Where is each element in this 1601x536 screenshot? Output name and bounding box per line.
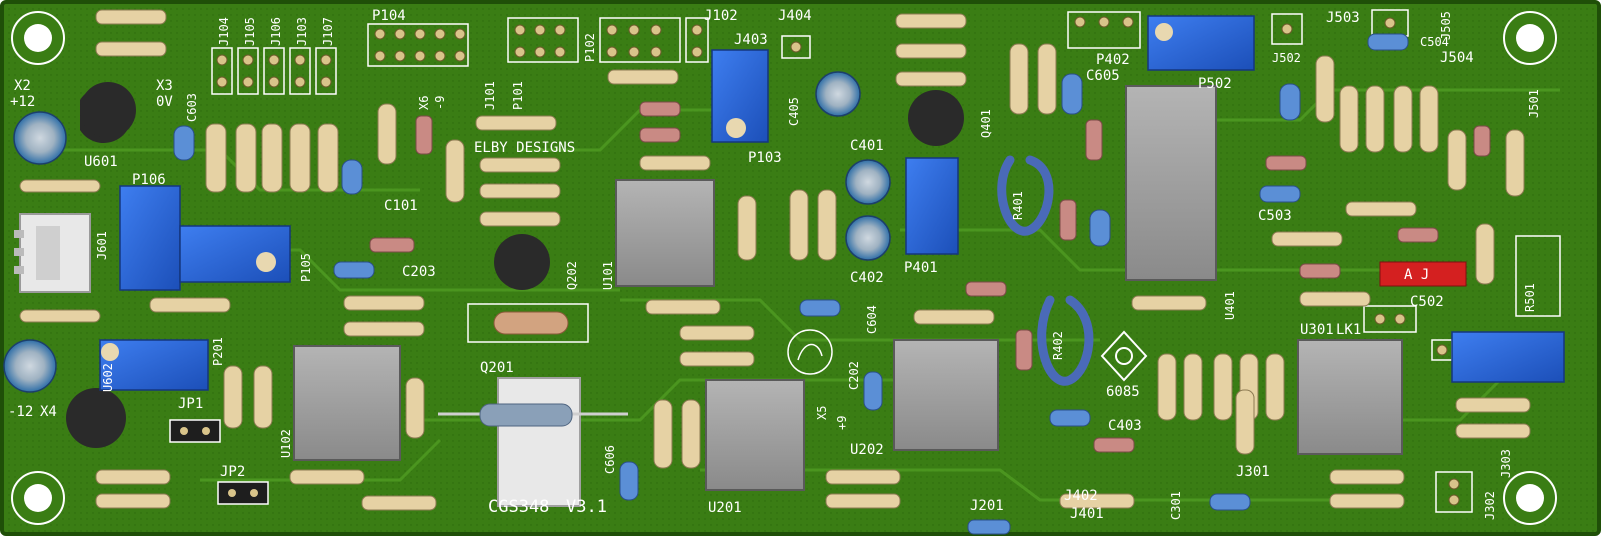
- label-r402: R402: [1051, 331, 1065, 360]
- label-j105: J105: [243, 17, 257, 46]
- certification-mark-icon: [1100, 330, 1148, 382]
- label-x5: X5: [815, 406, 829, 420]
- label-p401: P401: [904, 260, 938, 276]
- label-j402: J402: [1064, 488, 1098, 504]
- label-c405: C405: [787, 97, 801, 126]
- label-j106: J106: [269, 17, 283, 46]
- label-p201: P201: [211, 337, 225, 366]
- label-j301: J301: [1236, 464, 1270, 480]
- label-c203: C203: [402, 264, 436, 280]
- label-q401: Q401: [979, 109, 993, 138]
- label-c605: C605: [1086, 68, 1120, 84]
- power-resistors: [438, 303, 628, 427]
- label-j107: J107: [321, 17, 335, 46]
- label-j502: J502: [1272, 51, 1301, 65]
- label-jp2: JP2: [220, 464, 245, 480]
- label-board-name: CGS348: [488, 497, 549, 517]
- logo-icon: [787, 329, 833, 375]
- label-c603: C603: [185, 93, 199, 122]
- label-c606: C606: [603, 445, 617, 474]
- pin-headers: [211, 9, 1473, 513]
- label-c101: C101: [384, 198, 418, 214]
- label-jp1: JP1: [178, 396, 203, 412]
- label-board-version: V3.1: [566, 497, 607, 517]
- label-j302: J302: [1483, 491, 1497, 520]
- trimmer-potentiometers: [99, 15, 1565, 391]
- label-j201: J201: [970, 498, 1004, 514]
- label-x4: X4: [40, 404, 57, 420]
- label-cert: 6085: [1106, 384, 1140, 400]
- ceramic-capacitors: [173, 33, 1409, 535]
- marker-tag-text: A J: [1404, 267, 1429, 283]
- label-maker: ELBY DESIGNS: [474, 140, 575, 156]
- mounting-holes: [11, 11, 1557, 525]
- label-c503: C503: [1258, 208, 1292, 224]
- label-u401: U401: [1223, 291, 1237, 320]
- label-p106: P106: [132, 172, 166, 188]
- label-x6: X6: [417, 96, 431, 110]
- label-p104: P104: [372, 8, 406, 24]
- diodes: [369, 101, 1491, 453]
- label-j303: J303: [1499, 449, 1513, 478]
- label-0v: 0V: [156, 94, 173, 110]
- label-j102: J102: [704, 8, 738, 24]
- label-p101: P101: [511, 81, 525, 110]
- electrolytic-capacitors: [3, 71, 891, 393]
- label-x2: X2: [14, 78, 31, 94]
- label-lk1: LK1: [1336, 322, 1361, 338]
- label-plus12: +12: [10, 94, 35, 110]
- label-c403: C403: [1108, 418, 1142, 434]
- label-q202: Q202: [565, 261, 579, 290]
- label-c604: C604: [865, 305, 879, 334]
- label-q201: Q201: [480, 360, 514, 376]
- label-c402: C402: [850, 270, 884, 286]
- jumper-blocks: [169, 419, 269, 505]
- label-u601: U601: [84, 154, 118, 170]
- label-j103: J103: [295, 17, 309, 46]
- transistors: [66, 82, 964, 448]
- label-c301: C301: [1169, 491, 1183, 520]
- label-u102: U102: [279, 429, 293, 458]
- label-j601: J601: [95, 231, 109, 260]
- label-p502: P502: [1198, 76, 1232, 92]
- label-r501: R501: [1523, 283, 1537, 312]
- label-u202: U202: [850, 442, 884, 458]
- label-u602: U602: [101, 363, 115, 392]
- r501-outline: [1515, 235, 1561, 317]
- resistors: [19, 9, 1531, 511]
- label-c202: C202: [847, 361, 861, 390]
- label-j504: J504: [1440, 50, 1474, 66]
- label-j401: J401: [1070, 506, 1104, 522]
- label-p105: P105: [299, 253, 313, 282]
- label-j501: J501: [1527, 89, 1541, 118]
- label-p102: P102: [583, 33, 597, 62]
- label-r401: R401: [1011, 191, 1025, 220]
- label-u101: U101: [601, 261, 615, 290]
- header-pads: [216, 16, 1460, 506]
- label-c502: C502: [1410, 294, 1444, 310]
- label-x3: X3: [156, 78, 173, 94]
- label-j503: J503: [1326, 10, 1360, 26]
- label-j101: J101: [483, 81, 497, 110]
- label-c504: C504: [1420, 35, 1449, 49]
- marker-tag: [1379, 261, 1467, 287]
- connector-j601: [14, 213, 91, 293]
- label-p103: P103: [748, 150, 782, 166]
- label-u201: U201: [708, 500, 742, 516]
- label-p402: P402: [1096, 52, 1130, 68]
- label-plus9: +9: [835, 416, 849, 430]
- label-j104: J104: [217, 17, 231, 46]
- label-minus12: -12: [8, 404, 33, 420]
- jumper-loops: [997, 155, 1094, 386]
- label-u301: U301: [1300, 322, 1334, 338]
- label-j404: J404: [778, 8, 812, 24]
- ic-packages: [293, 85, 1403, 507]
- silkscreen-labels: X2 +12 X3 0V C603 U601 J104 J105 J106 J1…: [8, 8, 1541, 522]
- label-minus9: -9: [433, 96, 447, 110]
- label-j403: J403: [734, 32, 768, 48]
- label-c401: C401: [850, 138, 884, 154]
- label-j505: J505: [1439, 11, 1453, 40]
